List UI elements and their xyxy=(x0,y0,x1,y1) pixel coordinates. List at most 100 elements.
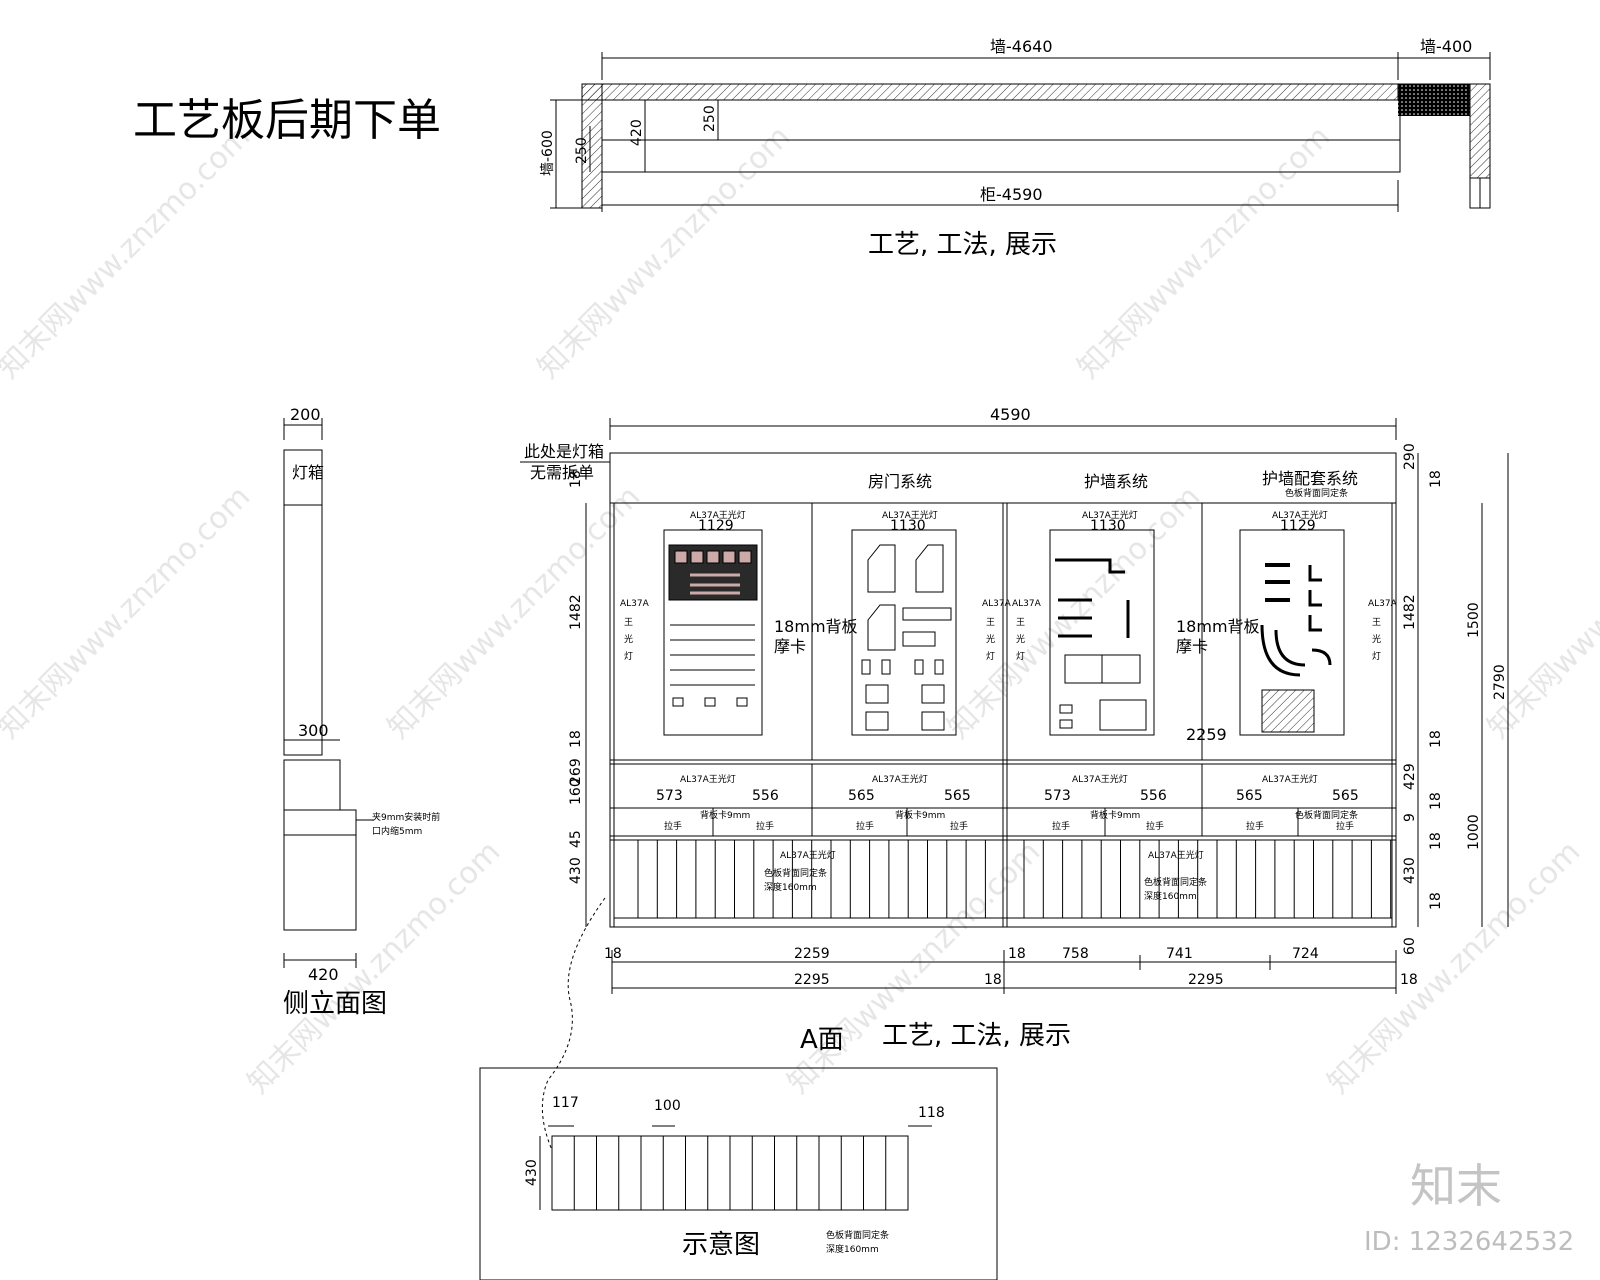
bottom-dim-1: 741 xyxy=(1166,946,1193,962)
light-side-label: AL37A xyxy=(1368,599,1398,609)
drawer-light-label: AL37A王光灯 xyxy=(1262,773,1318,785)
light-side-char: 光 xyxy=(1372,633,1381,645)
right-dim: 18 xyxy=(1428,832,1444,850)
backboard-right-1: 18mm背板 xyxy=(1176,617,1260,636)
elev-dim-total: 4590 xyxy=(990,405,1031,424)
section-wall: 护墙系统 xyxy=(1084,472,1148,491)
plan-dim-wall-total: 墙-4640 xyxy=(990,37,1053,56)
right-dim: 1482 xyxy=(1402,594,1418,630)
far-right-dim: 2790 xyxy=(1492,664,1508,700)
light-side-char: 灯 xyxy=(1016,651,1025,662)
watermark-text: 知末网www.znzmo.com xyxy=(0,119,257,385)
handle-note: 色板背面同定条 xyxy=(1295,809,1358,821)
side-note-1: 夹9mm安装时前 xyxy=(372,811,440,823)
detail-dim-2: 100 xyxy=(654,1098,681,1114)
bottom-dim-1: 724 xyxy=(1292,946,1319,962)
right-dim: 60 xyxy=(1402,937,1418,955)
bottom-dim-2: 18 xyxy=(984,972,1002,988)
section-sub: 色板背面同定条 xyxy=(1285,487,1348,499)
drawer-width: 556 xyxy=(752,788,779,804)
light-side-char: 灯 xyxy=(624,651,633,662)
left-dim: 160 xyxy=(568,778,584,805)
plan-caption: 工艺, 工法, 展示 xyxy=(868,230,1057,260)
right-dim: 18 xyxy=(1428,892,1444,910)
panel-width: 1129 xyxy=(698,518,734,534)
detail-dim-3: 118 xyxy=(918,1105,945,1121)
light-label: AL37A王光灯 xyxy=(690,509,746,521)
handle-label: 拉手 xyxy=(756,820,774,832)
far-right-dim: 1500 xyxy=(1466,602,1482,638)
light-side-char: 王 xyxy=(624,617,633,628)
elevation-dynamic-layer: AL37A王光灯1129AL37A王光灯1130AL37A王光灯1130AL37… xyxy=(568,443,1508,988)
drawer-light-label: AL37A王光灯 xyxy=(1072,773,1128,785)
light-side-char: 灯 xyxy=(986,651,995,662)
drawer-width: 565 xyxy=(848,788,875,804)
backboard-left-1: 18mm背板 xyxy=(774,617,858,636)
plan-dim-250: 250 xyxy=(574,137,590,164)
slat-note-3: 色板背面同定条 xyxy=(1144,876,1207,888)
light-side-char: 光 xyxy=(624,633,633,645)
page-title: 工艺板后期下单 xyxy=(133,95,441,146)
left-dim: 269 xyxy=(568,758,584,785)
light-side-label: AL37A xyxy=(1012,599,1042,609)
side-dim-mid: 300 xyxy=(298,721,329,740)
handle-note: 背板卡9mm xyxy=(700,809,750,821)
right-dim: 9 xyxy=(1402,813,1418,822)
bottom-dim-1: 18 xyxy=(604,946,622,962)
light-label: AL37A王光灯 xyxy=(882,509,938,521)
handle-label: 拉手 xyxy=(950,820,968,832)
light-side-label: AL37A xyxy=(982,599,1012,609)
backboard-left-2: 摩卡 xyxy=(774,637,806,656)
handle-label: 拉手 xyxy=(1146,820,1164,832)
elev-note-2: 无需拆单 xyxy=(530,463,594,482)
slat-light-label: AL37A王光灯 xyxy=(780,849,836,861)
detail-dim-height: 430 xyxy=(524,1159,540,1186)
watermark-text: 知末网www.znzmo.com xyxy=(241,834,507,1100)
handle-note: 背板卡9mm xyxy=(895,809,945,821)
plan-view xyxy=(550,52,1491,212)
light-side-char: 王 xyxy=(1372,617,1381,628)
drawer-width: 565 xyxy=(944,788,971,804)
plan-dim-wall-depth: 墙-600 xyxy=(540,130,556,176)
plan-dim-cabinet: 柜-4590 xyxy=(980,185,1043,204)
center-dim: 2259 xyxy=(1186,725,1227,744)
panel-width: 1129 xyxy=(1280,518,1316,534)
plan-dim-420: 420 xyxy=(629,119,645,146)
front-elevation xyxy=(520,418,1509,1151)
elev-caption: 工艺, 工法, 展示 xyxy=(882,1021,1071,1051)
right-dim: 18 xyxy=(1428,470,1444,488)
watermark-text: 知末网www.znzmo.com xyxy=(1071,119,1337,385)
drawer-width: 565 xyxy=(1236,788,1263,804)
plan-dim-wall-end: 墙-400 xyxy=(1420,37,1472,56)
watermark-text: 知末网www.znzmo.com xyxy=(941,479,1207,745)
drawer-width: 573 xyxy=(656,788,683,804)
handle-label: 拉手 xyxy=(856,820,874,832)
far-right-dim: 1000 xyxy=(1466,814,1482,850)
right-dim: 430 xyxy=(1402,857,1418,884)
side-elevation xyxy=(283,418,374,968)
left-dim: 430 xyxy=(568,857,584,884)
drawer-width: 556 xyxy=(1140,788,1167,804)
light-side-char: 光 xyxy=(1016,633,1025,645)
bottom-dim-2: 18 xyxy=(1400,972,1418,988)
section-wall-acc: 护墙配套系统 xyxy=(1262,469,1358,488)
detail-dim-1: 117 xyxy=(552,1095,579,1111)
detail-caption: 示意图 xyxy=(682,1230,760,1260)
watermark-text: 知末网www.znzmo.com xyxy=(0,479,257,745)
slat-note-1: 色板背面同定条 xyxy=(764,867,827,879)
watermark-text: 知末网www.znzmo.com xyxy=(1481,479,1600,745)
detail-note-1: 色板背面同定条 xyxy=(826,1229,889,1241)
bottom-dim-1: 18 xyxy=(1008,946,1026,962)
drawer-light-label: AL37A王光灯 xyxy=(680,773,736,785)
left-dim: 1482 xyxy=(568,594,584,630)
handle-label: 拉手 xyxy=(664,820,682,832)
drawer-width: 565 xyxy=(1332,788,1359,804)
left-dim: 18 xyxy=(568,730,584,748)
slat-note-2: 深度160mm xyxy=(764,881,817,893)
bottom-dim-1: 758 xyxy=(1062,946,1089,962)
handle-label: 拉手 xyxy=(1336,820,1354,832)
watermark-logo: 知末 xyxy=(1410,1159,1502,1213)
side-caption: 侧立面图 xyxy=(283,989,387,1019)
elev-label: A面 xyxy=(800,1025,844,1055)
